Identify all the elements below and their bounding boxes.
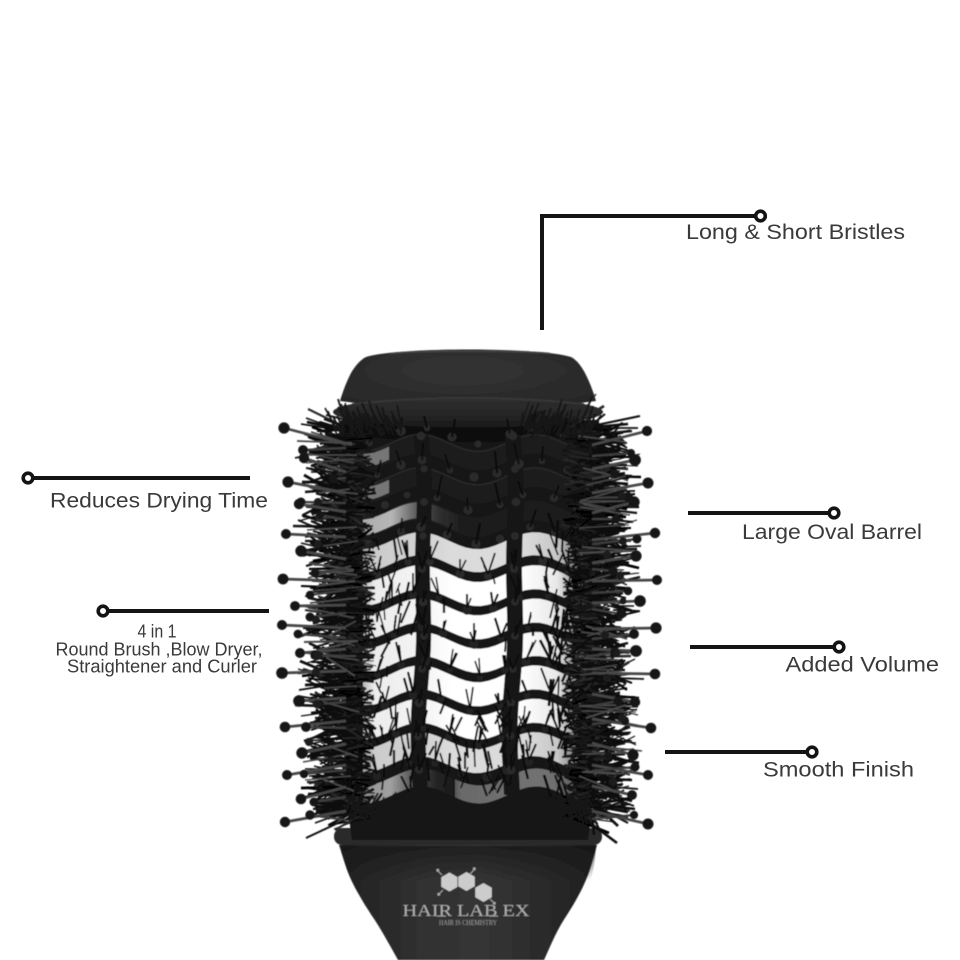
svg-text:4 in 1: 4 in 1 <box>138 621 177 642</box>
svg-text:Smooth Finish: Smooth Finish <box>763 759 914 782</box>
svg-text:HAIR IS CHEMISTRY: HAIR IS CHEMISTRY <box>439 920 497 927</box>
svg-text:HAIR LAB EX: HAIR LAB EX <box>403 901 530 920</box>
svg-text:Reduces Drying Time: Reduces Drying Time <box>50 490 268 513</box>
svg-text:Added Volume: Added Volume <box>786 654 940 677</box>
svg-text:Round Brush ,Blow Dryer,: Round Brush ,Blow Dryer, <box>56 638 263 659</box>
svg-text:Large Oval Barrel: Large Oval Barrel <box>742 521 922 544</box>
svg-text:Straightener and Curler: Straightener and Curler <box>67 656 257 677</box>
svg-text:Long & Short Bristles: Long & Short Bristles <box>686 221 905 244</box>
